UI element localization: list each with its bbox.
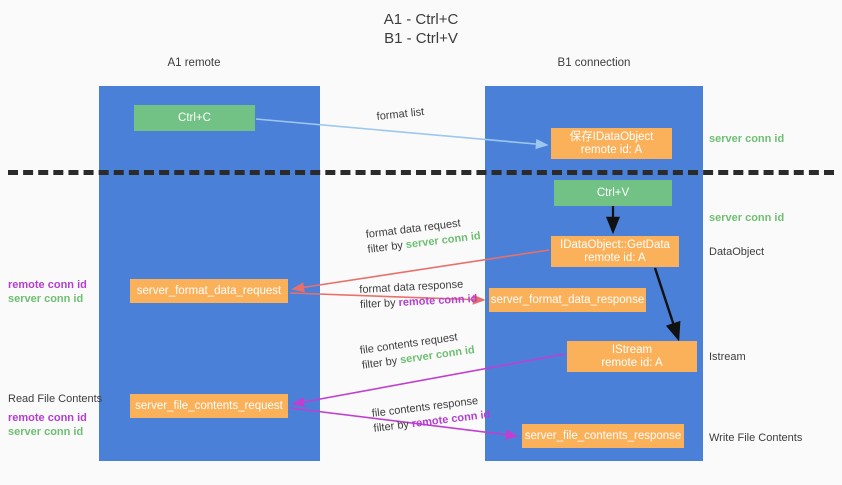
edge-label-format-list: format list <box>376 105 425 125</box>
node-idataobject-getdata[interactable]: IDataObject::GetData remote id: A <box>551 236 679 267</box>
annotation-server-conn-id-lower: server conn id <box>8 426 84 438</box>
annotation-server-conn-id-upper: server conn id <box>8 293 84 305</box>
edge-label-file-contents-request: file contents request filter by server c… <box>359 328 476 374</box>
edge-label-format-list-text: format list <box>376 106 425 123</box>
edge-label-format-data-response: format data response filter by remote co… <box>359 277 478 313</box>
annotation-read-file-contents: Read File Contents <box>8 393 103 405</box>
node-istream[interactable]: IStream remote id: A <box>567 341 697 372</box>
node-ctrl-v[interactable]: Ctrl+V <box>554 180 672 206</box>
annotation-server-conn-id-top: server conn id <box>709 133 785 145</box>
annotation-server-conn-id-mid: server conn id <box>709 212 785 224</box>
node-server-format-data-request[interactable]: server_format_data_request <box>130 279 288 303</box>
node-server-format-data-response[interactable]: server_format_data_response <box>489 288 646 312</box>
filter-prefix: filter by <box>366 239 407 256</box>
node-server-file-contents-request[interactable]: server_file_contents_request <box>130 394 288 418</box>
annotation-write-file-contents: Write File Contents <box>709 432 803 444</box>
node-save-idataobject[interactable]: 保存IDataObject remote id: A <box>551 128 672 159</box>
annotation-conn-ids-lower: remote conn id server conn id <box>8 411 96 439</box>
node-server-file-contents-response[interactable]: server_file_contents_response <box>522 424 684 448</box>
filter-prefix: filter by <box>361 354 402 372</box>
annotation-conn-ids-upper: remote conn id server conn id <box>8 278 96 306</box>
node-ctrl-c[interactable]: Ctrl+C <box>134 105 255 131</box>
annotation-istream: Istream <box>709 351 746 363</box>
column-header-a1: A1 remote <box>167 57 221 69</box>
edge-label-file-contents-response: file contents response filter by remote … <box>371 393 491 437</box>
page-title: A1 - Ctrl+C B1 - Ctrl+V <box>383 11 459 47</box>
filter-prefix: filter by <box>359 296 399 311</box>
annotation-remote-conn-id-lower: remote conn id <box>8 412 87 424</box>
edge-label-format-data-request: format data request filter by server con… <box>365 214 482 258</box>
annotation-dataobject: DataObject <box>709 246 765 258</box>
annotation-remote-conn-id-upper: remote conn id <box>8 279 87 291</box>
phase-separator-dashed-line <box>8 170 834 175</box>
filter-key-remote-conn-id: remote conn id <box>398 292 478 309</box>
column-header-b1: B1 connection <box>557 57 631 69</box>
filter-prefix: filter by <box>372 418 413 435</box>
